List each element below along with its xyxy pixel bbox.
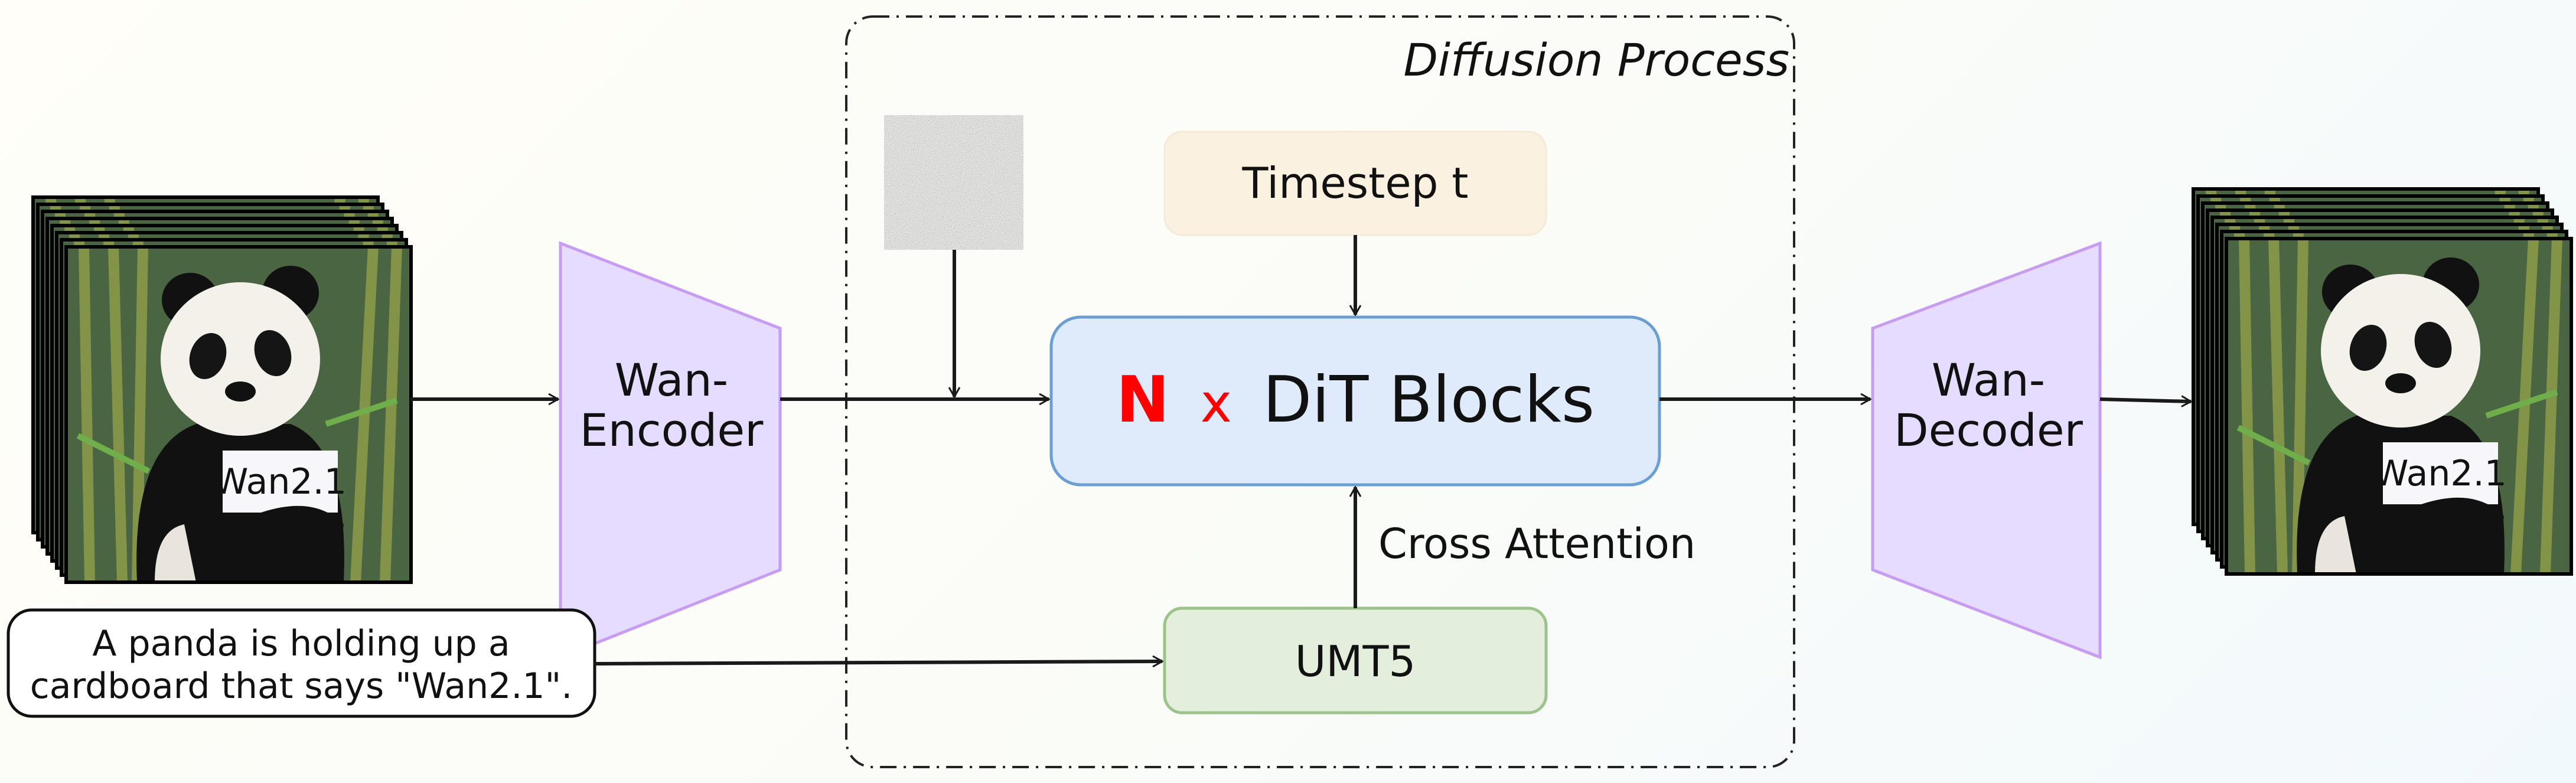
wan-encoder-block [559,241,782,660]
dit-label: N x DiT Blocks [1116,363,1594,437]
output-frame-sign-text: Wan2.1 [2373,453,2507,494]
noise-latent-image [884,115,1023,250]
input-video-frames [31,195,413,584]
prompt-line2: cardboard that says "Wan2.1". [30,665,573,707]
wan-decoder-block [1871,241,2102,660]
input-frame-sign-text: Wan2.1 [213,461,347,503]
video-frame [66,247,411,582]
diffusion-process-container [845,15,1795,768]
video-frame-border [64,245,413,584]
dit-text: DiT Blocks [1263,363,1594,437]
video-frame [2226,239,2571,574]
prompt-line1: A panda is holding up a [92,623,510,664]
encoder-label-line1: Wan- [615,354,728,406]
cross-attention-label: Cross Attention [1378,520,1695,568]
dit-n: N [1116,363,1169,437]
decoder-label-line1: Wan- [1932,354,2045,406]
timestep-label: Timestep t [1241,158,1468,208]
encoder-label-line2: Encoder [580,404,764,456]
arrow-prompt-to-umt5 [594,661,1162,664]
decoder-label-line2: Decoder [1894,404,2083,456]
umt5-label: UMT5 [1295,637,1416,686]
arrow-decoder-to-video [2099,399,2191,402]
dit-x: x [1201,373,1232,435]
diffusion-process-title: Diffusion Process [1404,34,1790,86]
video-frame-border [2225,237,2573,576]
output-video-frames [2192,187,2573,576]
